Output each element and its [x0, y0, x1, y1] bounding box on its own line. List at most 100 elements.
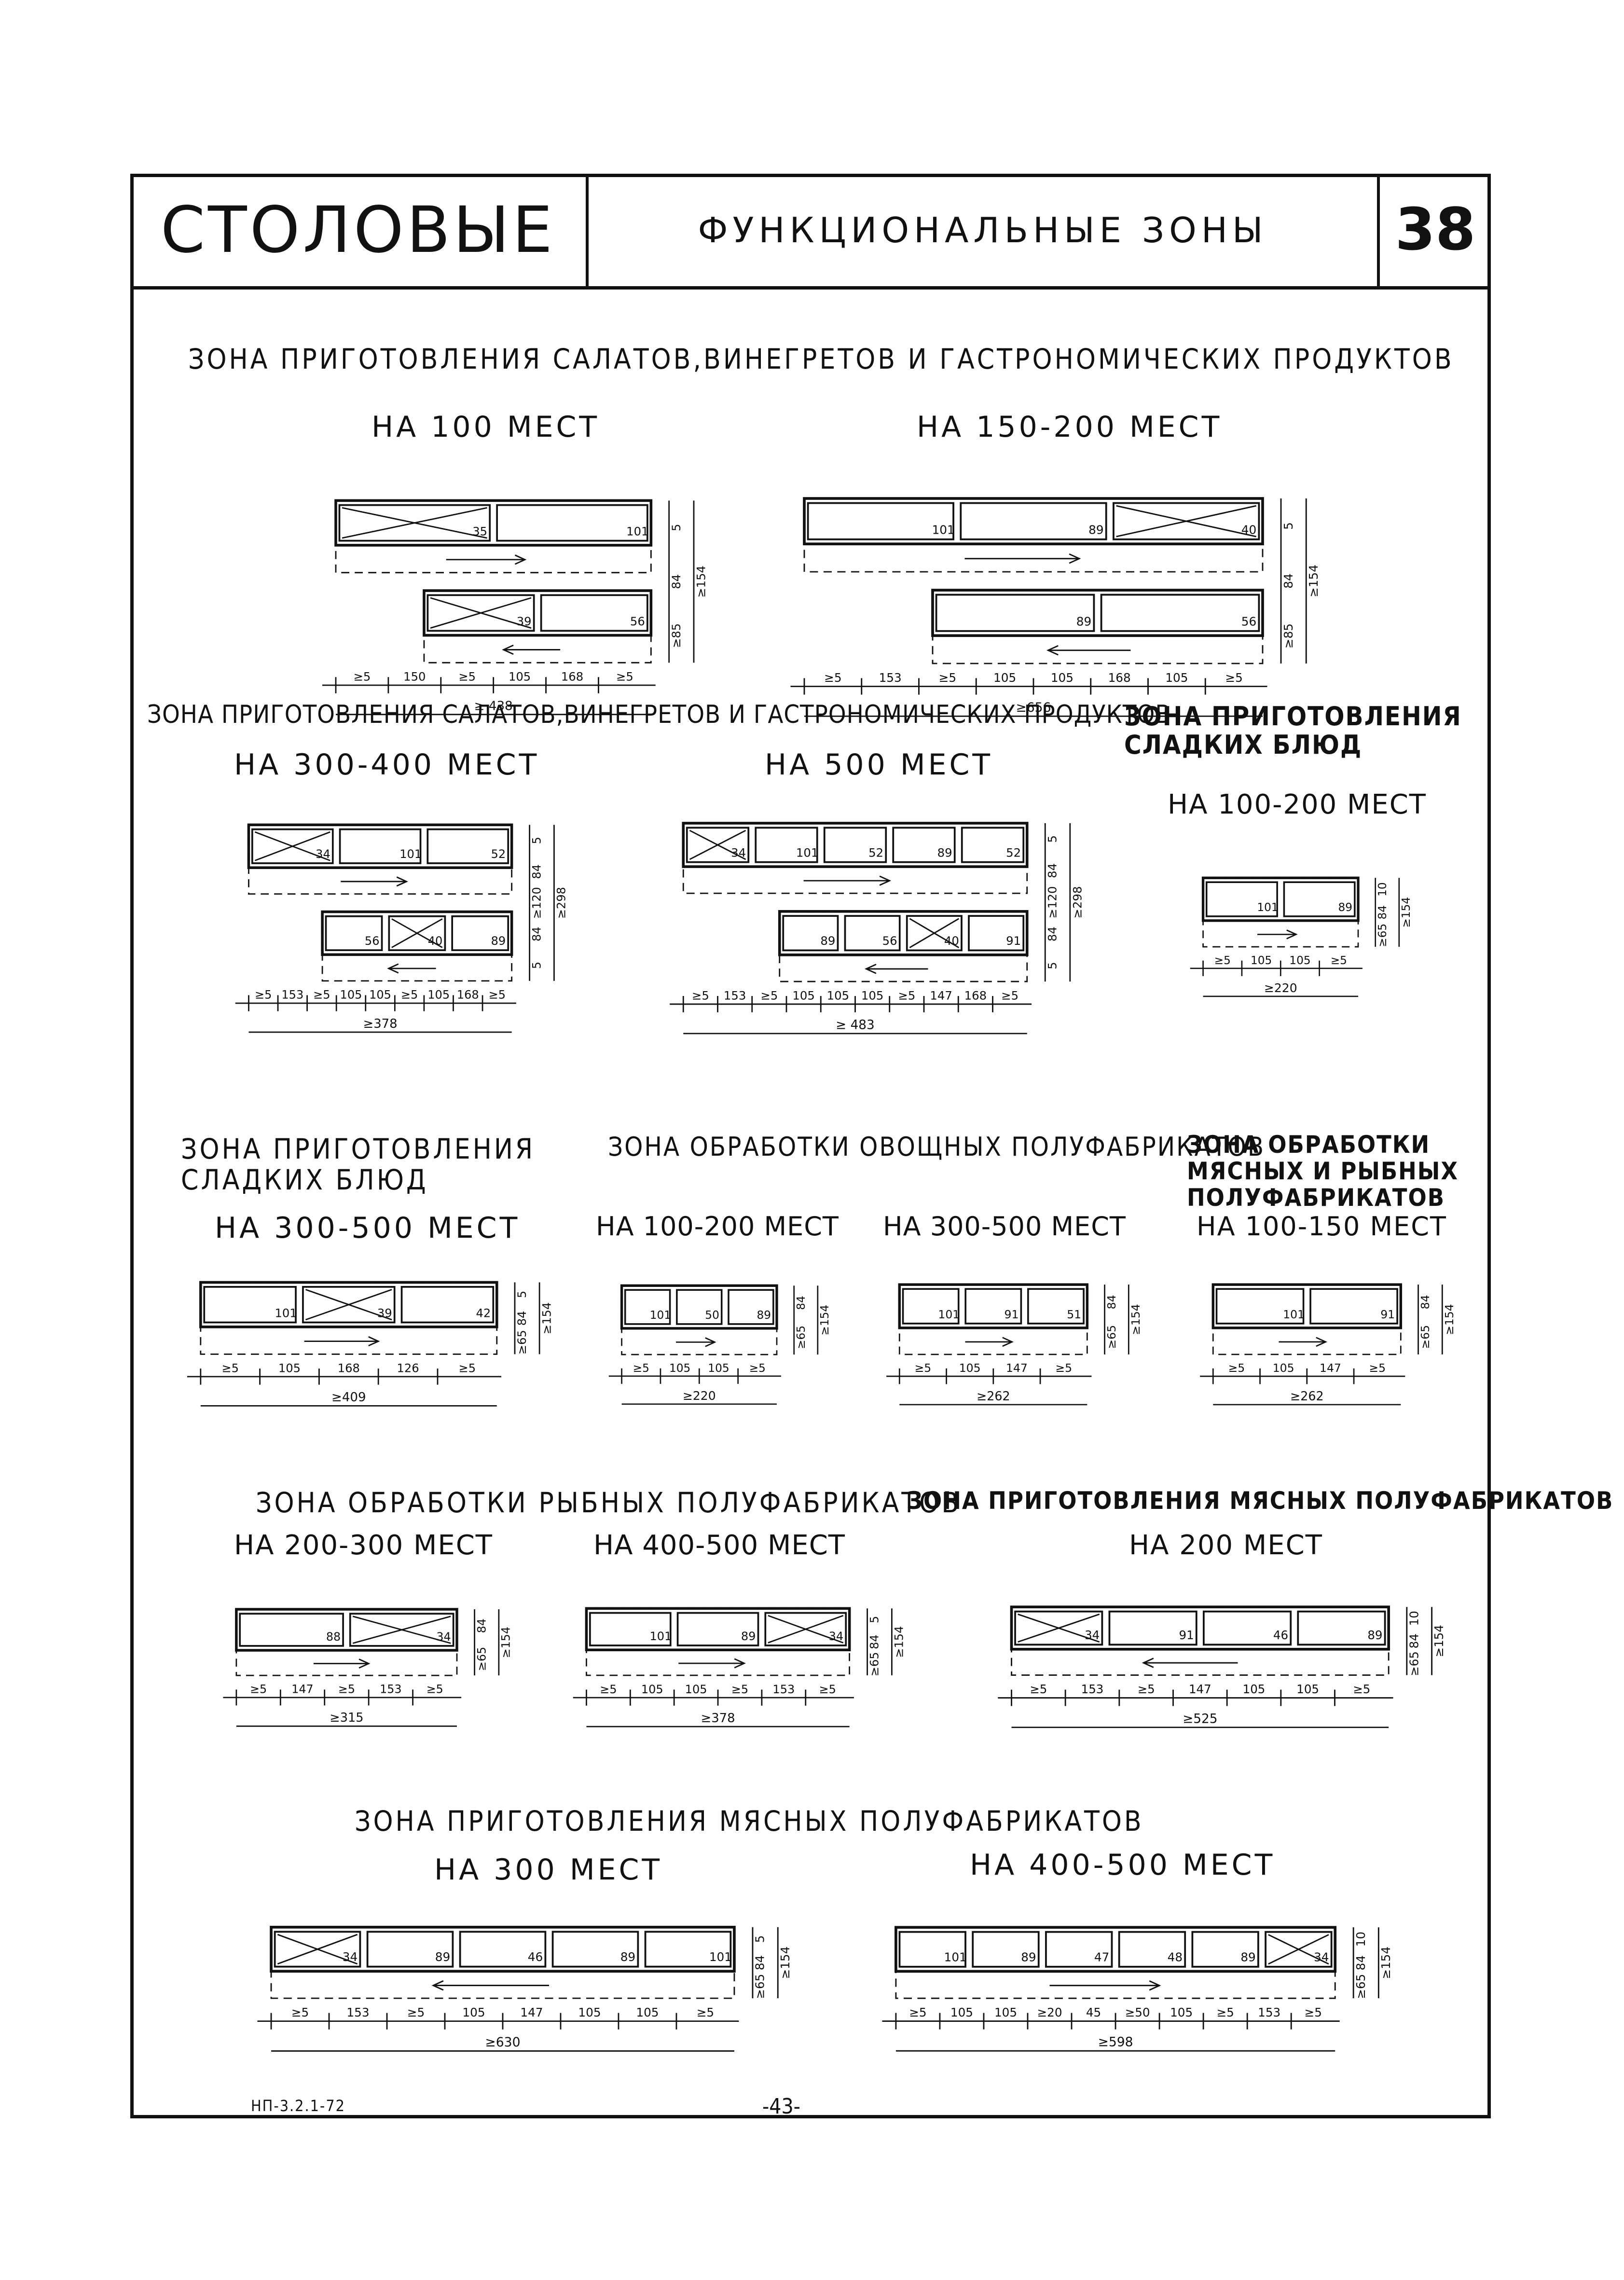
equipment-unit: [972, 1931, 1040, 1968]
equipment-number: 91: [1006, 934, 1021, 948]
work-zone-boundary: [321, 911, 513, 982]
dimension-label-vertical: 84: [669, 574, 683, 589]
table-cross-mark: [689, 829, 746, 860]
work-zone-boundary: [248, 824, 513, 895]
dimension-label-horizontal: ≥5: [427, 1683, 443, 1696]
dimension-label-total: ≥378: [363, 1017, 398, 1031]
flow-arrow-head: [1316, 1337, 1327, 1347]
equipment-unit: [589, 1612, 672, 1646]
dimension-label-horizontal: 105: [1170, 2005, 1193, 2019]
dimension-label-horizontal: 168: [457, 988, 479, 1002]
equipment-unit: [427, 594, 535, 632]
flow-arrow-head: [387, 963, 399, 974]
dimension-label-horizontal: 105: [1165, 671, 1188, 685]
dimension-label-vertical: ≥154: [1400, 897, 1413, 928]
work-zone-boundary: [682, 822, 1028, 894]
dimension-label-vertical: 5: [1281, 522, 1295, 530]
dimension-label-total: ≥ 438: [474, 699, 513, 713]
dimension-label-horizontal: 168: [1108, 671, 1131, 685]
table-cross-mark: [342, 507, 487, 539]
dimension-label-total: ≥378: [701, 1711, 735, 1726]
dimension-label-horizontal: 150: [403, 670, 426, 684]
equipment-number: 91: [1005, 1308, 1019, 1321]
work-zone-boundary: [270, 1926, 735, 1999]
title-block: СТОЛОВЫЕ ФУНКЦИОНАЛЬНЫЕ ЗОНЫ 38: [130, 174, 1491, 290]
dimension-label-vertical: 84: [1376, 905, 1389, 920]
table-cross-mark: [352, 1616, 451, 1644]
equipment-unit: [338, 504, 491, 542]
dimension-label-horizontal: 105: [1296, 1682, 1319, 1696]
sheet-title: СТОЛОВЫЕ: [160, 193, 556, 267]
dimension-label-vertical: 84: [753, 1955, 767, 1970]
dimension-label-horizontal: 147: [520, 2005, 543, 2019]
equipment-unit: [274, 1931, 361, 1968]
dimension-label-vertical: 84: [1354, 1955, 1368, 1970]
equipment-unit: [728, 1289, 774, 1325]
dimension-label-horizontal: ≥5: [1055, 1361, 1072, 1375]
dimension-label-total: ≥409: [331, 1390, 366, 1405]
equipment-number: 40: [1241, 523, 1256, 537]
dimension-label-horizontal: ≥5: [401, 988, 418, 1002]
dimension-label-horizontal: ≥5: [291, 2005, 309, 2019]
equipment-unit: [388, 915, 446, 951]
dimension-label-vertical: 5: [868, 1616, 881, 1623]
equipment-unit: [1108, 1610, 1197, 1646]
dimension-label-horizontal: ≥20: [1037, 2005, 1062, 2019]
equipment-number: 35: [472, 524, 487, 538]
equipment-unit: [823, 827, 887, 863]
flow-arrow-head: [431, 1980, 444, 1991]
dimension-label-vertical: ≥65: [1418, 1325, 1432, 1349]
dimension-label-horizontal: 153: [1081, 1682, 1104, 1696]
dimension-label-horizontal: ≥5: [760, 989, 778, 1003]
equipment-row-outline: [270, 1925, 736, 1973]
dimension-label-horizontal: ≥5: [1214, 954, 1231, 967]
equipment-number: 89: [937, 845, 952, 859]
equipment-number: 34: [1085, 1628, 1100, 1642]
dimension-label-vertical: 5: [1046, 835, 1060, 843]
dimension-label-horizontal: 153: [1258, 2005, 1280, 2019]
equipment-number: 89: [1338, 901, 1352, 914]
equipment-number: 39: [377, 1306, 392, 1320]
flow-arrow-head: [705, 1337, 716, 1347]
dimension-label-horizontal: 105: [950, 2005, 973, 2019]
equipment-unit: [427, 828, 509, 864]
equipment-row-outline: [778, 910, 1029, 956]
equipment-unit: [339, 828, 422, 864]
dimension-label-horizontal: 168: [338, 1362, 360, 1375]
equipment-unit: [302, 1286, 396, 1324]
zone-title: ЗОНА ОБРАБОТКИ ОВОЩНЫХ ПОЛУФАБРИКАТОВ: [608, 1132, 1266, 1162]
dimension-label-horizontal: 45: [1086, 2005, 1101, 2019]
layout-caption: НА 300-500 МЕСТ: [883, 1211, 1126, 1242]
dimension-label-horizontal: 105: [278, 1362, 301, 1375]
equipment-unit: [1265, 1931, 1333, 1968]
equipment-unit: [1283, 881, 1356, 917]
equipment-number: 101: [275, 1306, 297, 1320]
dimension-label-horizontal: 105: [1289, 954, 1310, 967]
dimension-label-horizontal: 105: [959, 1361, 981, 1375]
equipment-unit: [898, 1931, 966, 1968]
dimension-label-vertical: 84: [1281, 573, 1295, 588]
dimension-label-horizontal: ≥5: [354, 670, 371, 684]
page-number-cell: 38: [1380, 174, 1491, 286]
equipment-number: 101: [650, 1630, 672, 1643]
dimension-label-vertical: ≥85: [1281, 623, 1295, 649]
dimension-label-horizontal: ≥5: [749, 1362, 766, 1375]
dimension-label-horizontal: ≥5: [1331, 954, 1347, 967]
dimension-label-horizontal: 105: [641, 1683, 663, 1696]
dimension-label-horizontal: 105: [993, 671, 1016, 685]
dimension-label-horizontal: ≥5: [731, 1683, 748, 1696]
dimension-label-horizontal: ≥5: [407, 2005, 425, 2019]
equipment-number: 89: [741, 1630, 756, 1643]
dimension-label-total: ≥656: [1016, 700, 1051, 715]
dimension-label-vertical: ≥65: [475, 1647, 488, 1671]
